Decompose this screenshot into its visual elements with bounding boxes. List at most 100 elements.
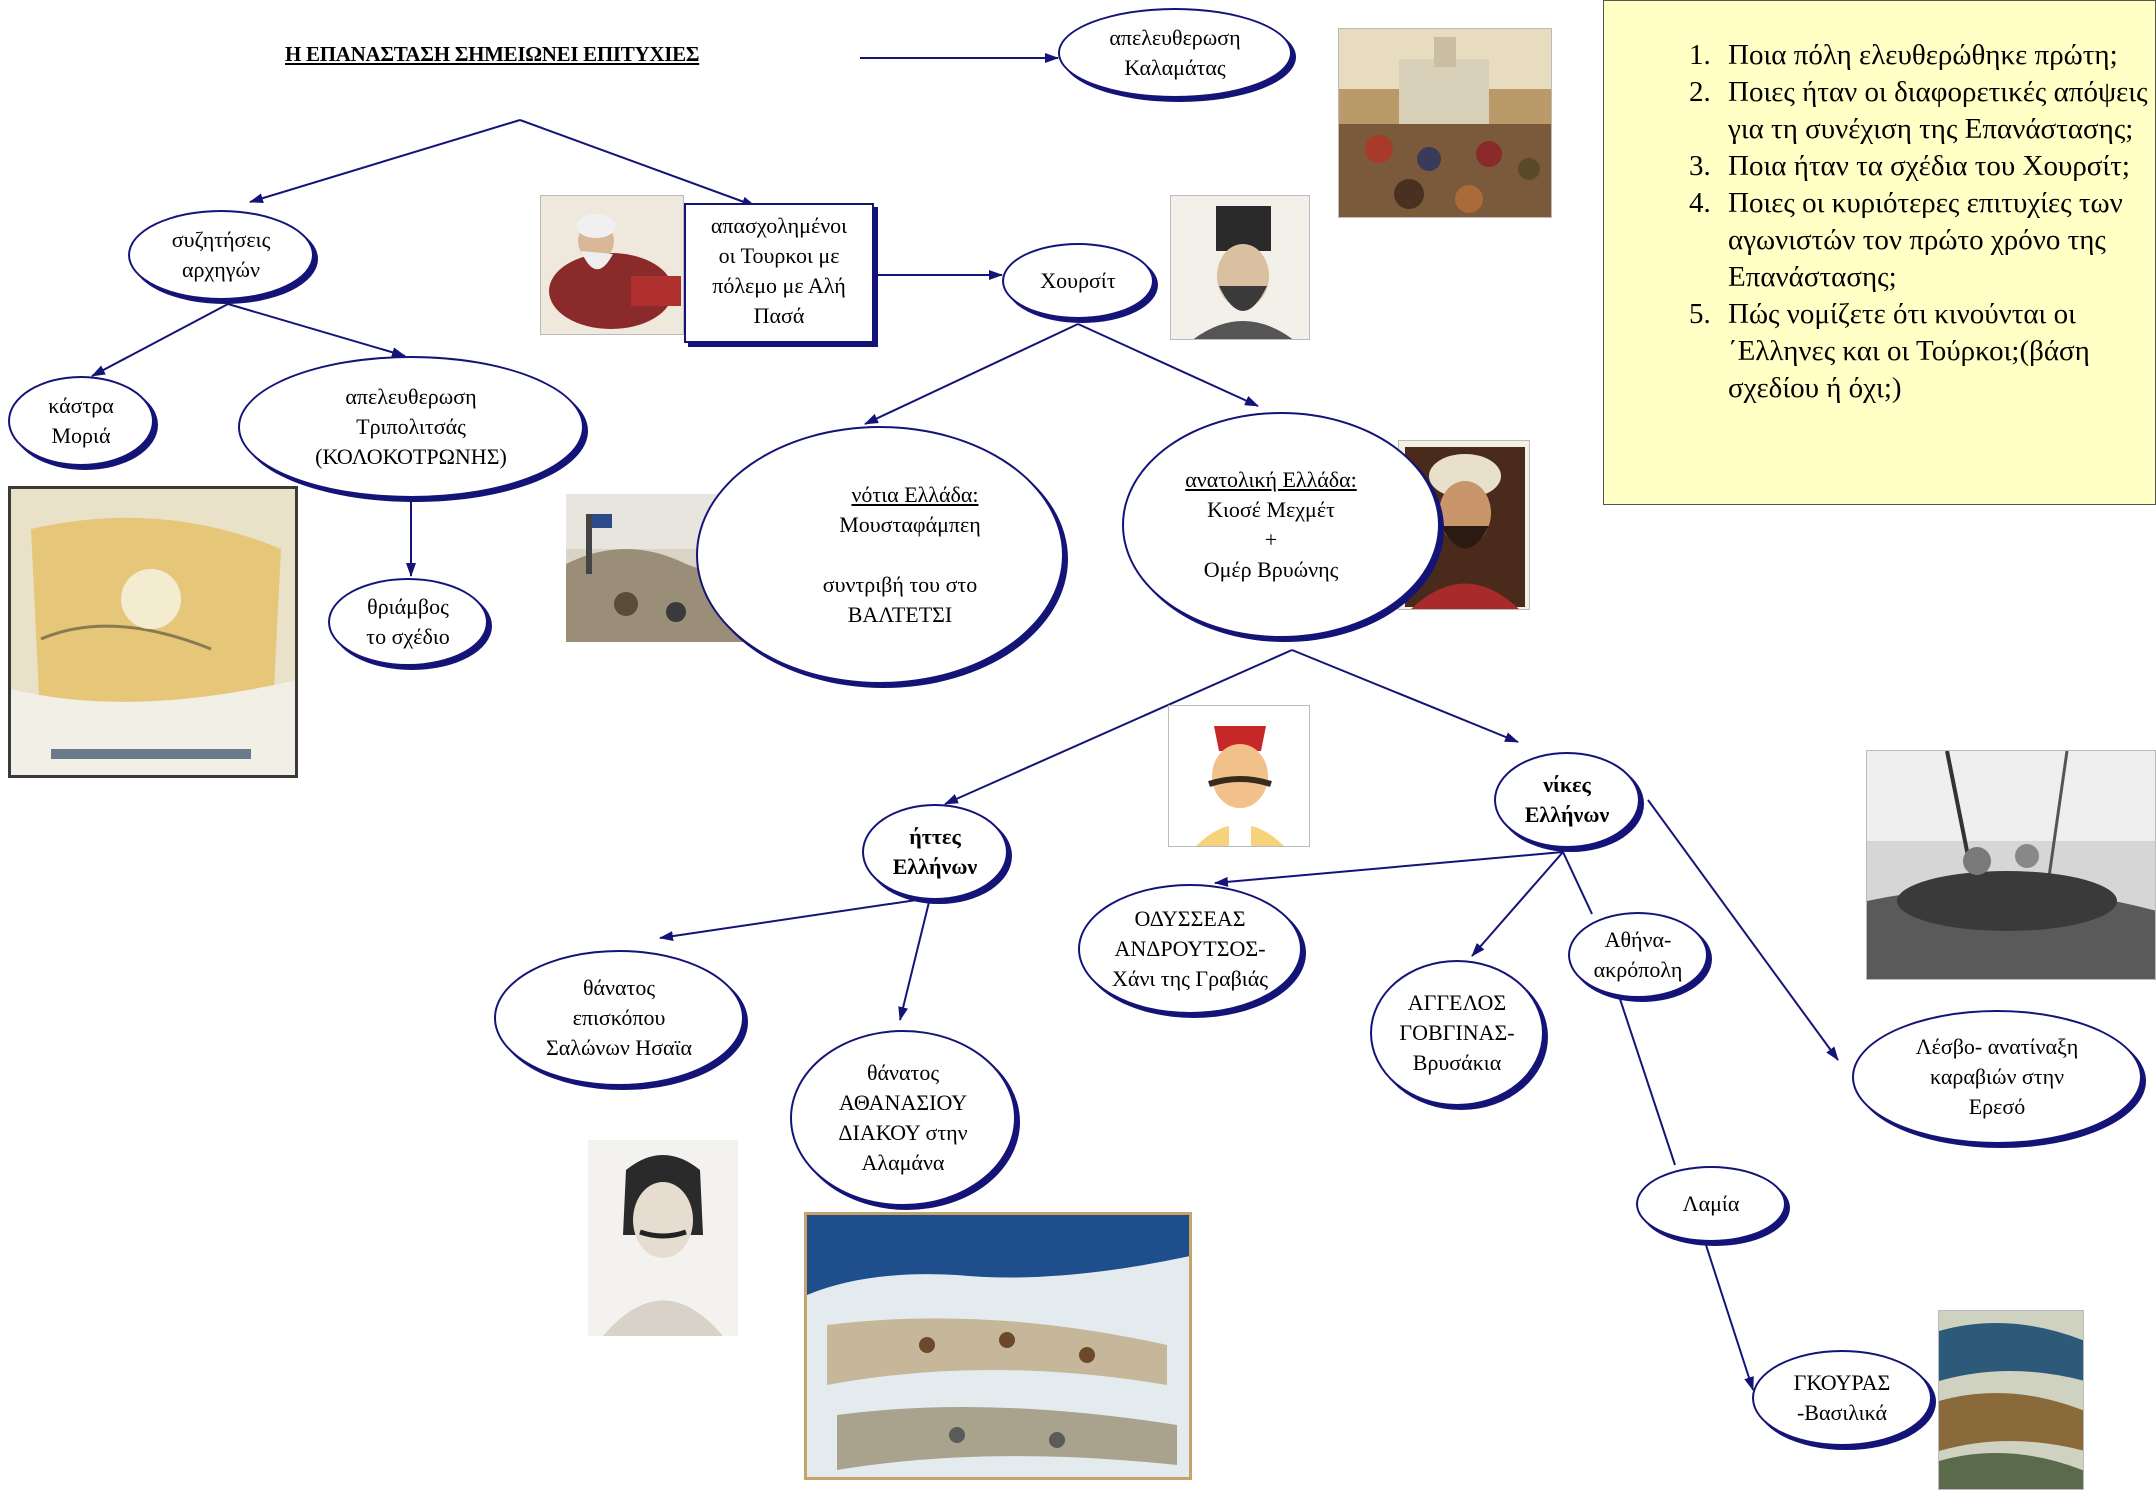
kalamata-painting <box>1338 28 1552 218</box>
node-line: θάνατος <box>866 1060 940 1085</box>
node-line: Λέσβο- ανατίναξη <box>1915 1034 2079 1059</box>
arrow-khurshid-east <box>1077 323 1259 407</box>
diakos-portrait <box>588 1140 738 1336</box>
node-gouras: ΓΚΟΥΡΑΣ -Βασιλικά <box>1752 1350 1932 1446</box>
arrow-chiefs-castles <box>91 303 229 377</box>
node-line: Αλαμάνα <box>861 1150 945 1175</box>
node-line: Μουσταφάμπεη <box>839 512 981 537</box>
node-khurshid: Χουρσίτ <box>1002 243 1154 319</box>
node-line: ΟΔΥΣΣΕΑΣ <box>1134 906 1246 931</box>
node-line: ΑΓΓΕΛΟΣ <box>1407 990 1507 1015</box>
node-diakos-death: θάνατος ΑΘΑΝΑΣΙΟΥ ΔΙΑΚΟΥ στην Αλαμάνα <box>790 1030 1016 1206</box>
node-line: Κιοσέ Μεχμέτ <box>1207 497 1335 522</box>
node-line: πόλεμο με Αλή <box>712 273 846 298</box>
node-triumph-plan: θριάμβος το σχέδιο <box>328 578 488 666</box>
node-line: ΓΚΟΥΡΑΣ <box>1793 1370 1891 1395</box>
node-gouginas: ΑΓΓΕΛΟΣ ΓΟΒΓΙΝΑΣ- Βρυσάκια <box>1370 960 1544 1106</box>
node-line: απασχολημένοι <box>710 213 848 238</box>
kolokotronis-cartoon-image <box>1169 706 1309 846</box>
lesvos-ship-image <box>1867 751 2155 979</box>
ali-pasha-portrait <box>540 195 684 335</box>
question-item: Ποιες ήταν οι διαφορετικές απόψεις για τ… <box>1718 74 2155 148</box>
node-line: ΑΝΔΡΟΥΤΣΟΣ- <box>1114 936 1266 961</box>
node-line: αρχηγών <box>182 257 260 282</box>
node-line: Βρυσάκια <box>1412 1050 1502 1075</box>
node-line: ΓΟΒΓΙΝΑΣ- <box>1399 1020 1515 1045</box>
node-castles-morea: κάστρα Μοριά <box>8 376 154 466</box>
node-line: κάστρα <box>48 393 114 418</box>
arrow-lamia-gouras <box>1704 1241 1754 1391</box>
questions-box: Ποια πόλη ελευθερώθηκε πρώτη; Ποιες ήταν… <box>1603 0 2156 505</box>
node-line: Μοριά <box>51 423 111 448</box>
diakos-image <box>588 1140 738 1336</box>
node-line: Ελλήνων <box>892 854 978 879</box>
khurshid-portrait <box>1170 195 1310 340</box>
node-line: Σαλώνων Ησαϊα <box>545 1035 693 1060</box>
node-turks-busy: απασχολημένοι οι Τουρκοι με πόλεμο με Αλ… <box>684 203 874 343</box>
node-heading: νότια Ελλάδα: <box>851 482 979 507</box>
node-line: ΑΘΑΝΑΣΙΟΥ <box>838 1090 968 1115</box>
node-kalamata-liberation: απελευθερωση Καλαμάτας <box>1058 8 1292 98</box>
kolokotronis-cartoon <box>1168 705 1310 847</box>
alamana-battle-image <box>807 1215 1189 1477</box>
arrow-victories-lesvos <box>1647 799 1839 1061</box>
node-line: Πασά <box>753 303 805 328</box>
arrow-root-chiefs <box>249 119 521 204</box>
map-title: Η ΕΠΑΝΑΣΤΑΣΗ ΣΗΜΕΙΩΝΕΙ ΕΠΙΤΥΧΙΕΣ <box>285 42 700 66</box>
node-odysseas-androutsos: ΟΔΥΣΣΕΑΣ ΑΝΔΡΟΥΤΣΟΣ- Χάνι της Γραβιάς <box>1078 884 1302 1014</box>
tripolitsa-map-image <box>11 489 295 775</box>
node-greek-victories: νίκες Ελλήνων <box>1494 752 1640 848</box>
node-line: (ΚΟΛΟΚΟΤΡΩΝΗΣ) <box>315 444 507 469</box>
questions-list: Ποια πόλη ελευθερώθηκε πρώτη; Ποιες ήταν… <box>1604 37 2155 407</box>
question-item: Ποια πόλη ελευθερώθηκε πρώτη; <box>1718 37 2155 74</box>
node-line: Χάνι της Γραβιάς <box>1112 966 1268 991</box>
node-line: Καλαμάτας <box>1124 55 1226 80</box>
node-lesvos: Λέσβο- ανατίναξη καραβιών στην Ερεσό <box>1852 1010 2142 1144</box>
node-line: + <box>1264 527 1278 552</box>
question-item: Πώς νομίζετε ότι κινούνται οι ΄Ελληνες κ… <box>1718 296 2155 407</box>
node-line: καραβιών στην <box>1929 1064 2065 1089</box>
node-south-greece: νότια Ελλάδα: Μουσταφάμπεη συντριβή του … <box>696 426 1064 684</box>
crowd-church-image <box>1339 29 1551 217</box>
node-line: θάνατος <box>582 975 656 1000</box>
arrow-victories-gouginas <box>1471 851 1564 957</box>
node-line: Χουρσίτ <box>1040 268 1116 293</box>
arrow-defeats-isaias <box>659 897 931 942</box>
node-line: επισκόπου <box>572 1005 666 1030</box>
node-line: Ερεσό <box>1968 1094 2026 1119</box>
ali-pasha-image <box>541 196 683 334</box>
question-item: Ποιες οι κυριότερες επιτυχίες των αγωνισ… <box>1718 185 2155 296</box>
node-greek-defeats: ήττες Ελλήνων <box>862 804 1008 900</box>
node-heading: ανατολική Ελλάδα: <box>1185 467 1357 492</box>
node-line: Λαμία <box>1682 1191 1740 1216</box>
khurshid-image <box>1171 196 1309 339</box>
omer-vrioni-image <box>1399 441 1529 609</box>
vasilika-battle-image <box>1939 1311 2083 1489</box>
node-tripolitsa-liberation: απελευθερωση Τριπολιτσάς (ΚΟΛΟΚΟΤΡΩΝΗΣ) <box>238 356 584 498</box>
tripolitsa-map-painting <box>8 486 298 778</box>
arrow-victories-odysseas <box>1214 851 1564 887</box>
node-line: ήττες <box>909 824 961 849</box>
node-line: θριάμβος <box>367 594 449 619</box>
arrow-east-defeats <box>944 649 1293 805</box>
node-line: Ομέρ Βρυώνης <box>1203 557 1339 582</box>
line-athens-lamia <box>1617 992 1676 1166</box>
node-line: απελευθερωση <box>1109 25 1241 50</box>
arrow-khurshid-south <box>864 323 1079 425</box>
node-line: το σχέδιο <box>366 624 450 649</box>
omer-vrioni-portrait <box>1398 440 1530 610</box>
node-line: συντριβή του στο <box>822 572 978 597</box>
node-lamia: Λαμία <box>1636 1166 1786 1242</box>
node-line: ακρόπολη <box>1593 957 1683 982</box>
node-east-greece: ανατολική Ελλάδα: Κιοσέ Μεχμέτ + Ομέρ Βρ… <box>1122 412 1440 638</box>
node-line: απελευθερωση <box>345 384 477 409</box>
alamana-battle-map <box>804 1212 1192 1480</box>
node-line: νίκες <box>1543 772 1591 797</box>
arrow-east-victories <box>1291 649 1519 743</box>
node-line: Ελλήνων <box>1524 802 1610 827</box>
arrow-defeats-diakos <box>898 897 931 1021</box>
lesvos-ship-painting <box>1866 750 2156 980</box>
node-athens-acropolis: Αθήνα- ακρόπολη <box>1568 912 1708 998</box>
